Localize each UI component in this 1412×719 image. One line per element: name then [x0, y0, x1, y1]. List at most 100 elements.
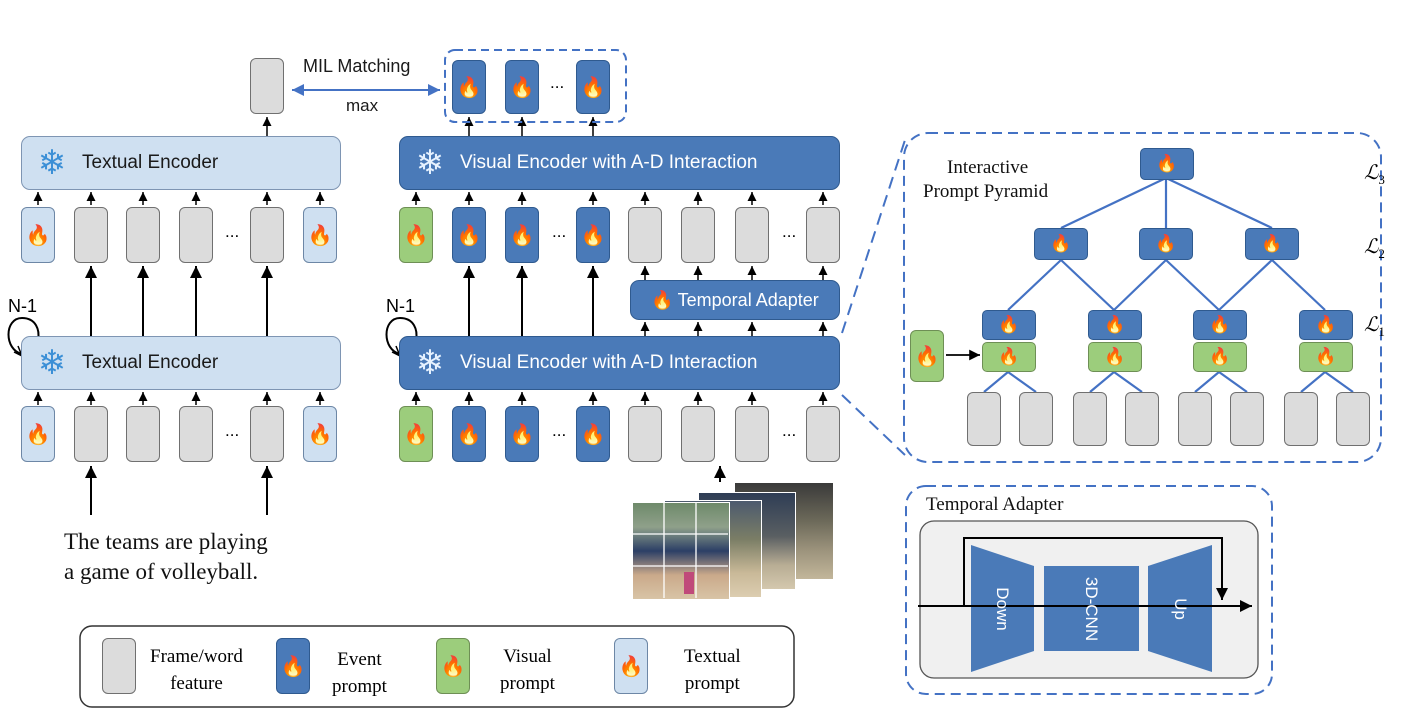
pyramid-prompt-l2: 🔥 [1139, 228, 1193, 260]
event-prompt: 🔥 [452, 406, 486, 462]
snowflake-icon: ❄ [415, 144, 445, 182]
pyramid-frame-feature [1019, 392, 1053, 446]
frame-feature [806, 406, 840, 462]
word-feature [250, 406, 284, 462]
mil-matching-label: MIL Matching [303, 56, 411, 76]
snowflake-icon: ❄ [37, 344, 67, 382]
legend-visual-label: Visual prompt [500, 646, 555, 694]
textual-prompt: 🔥 [303, 406, 337, 462]
legend-event-label: Event prompt [332, 649, 387, 697]
level-label-l3: ℒ3 [1364, 162, 1385, 187]
fire-icon: 🔥 [509, 76, 535, 99]
fire-icon: 🔥 [456, 423, 482, 446]
legend-frame-word-label: Frame/word feature [150, 646, 243, 694]
pyramid-input-visual-prompt: 🔥 [910, 330, 944, 382]
fire-icon: 🔥 [998, 347, 1020, 366]
fire-icon: 🔥 [307, 224, 333, 247]
fire-icon: 🔥 [651, 289, 674, 310]
pyramid-visual-prompt: 🔥 [1088, 342, 1142, 372]
textual-encoder-upper: ❄ Textual Encoder [21, 136, 341, 190]
fire-icon: 🔥 [1209, 347, 1231, 366]
fire-icon: 🔥 [307, 423, 333, 446]
fire-icon: 🔥 [1261, 234, 1283, 253]
fire-icon: 🔥 [1104, 315, 1126, 334]
event-prompt: 🔥 [452, 207, 486, 263]
legend-frame-word-swatch [102, 638, 136, 694]
fire-icon: 🔥 [25, 423, 51, 446]
word-feature [126, 207, 160, 263]
ellipsis: ... [782, 421, 797, 440]
cnn-label: 3D-CNN [1082, 576, 1101, 642]
pyramid-visual-prompt: 🔥 [982, 342, 1036, 372]
pyramid-prompt-l1: 🔥 [1088, 310, 1142, 340]
caption-line: The teams are playing [64, 529, 268, 554]
pyramid-prompt-l2: 🔥 [1245, 228, 1299, 260]
fire-icon: 🔥 [998, 315, 1020, 334]
frame-feature [681, 207, 715, 263]
word-feature [250, 207, 284, 263]
ellipsis: ... [225, 222, 240, 241]
pyramid-visual-prompt: 🔥 [1299, 342, 1353, 372]
event-prompt: 🔥 [505, 207, 539, 263]
caption-line: a game of volleyball. [64, 559, 259, 584]
fire-icon: 🔥 [1315, 347, 1337, 366]
pyramid-prompt-l1: 🔥 [1299, 310, 1353, 340]
fire-icon: 🔥 [1209, 315, 1231, 334]
fire-icon: 🔥 [1315, 315, 1337, 334]
output-event-prompt: 🔥 [452, 60, 486, 114]
fire-icon: 🔥 [618, 655, 644, 678]
frame-feature [681, 406, 715, 462]
fire-icon: 🔥 [914, 345, 940, 368]
fire-icon: 🔥 [1155, 234, 1177, 253]
pyramid-frame-feature [1336, 392, 1370, 446]
ellipsis: ... [552, 421, 567, 440]
ellipsis: ... [552, 222, 567, 241]
pyramid-frame-feature [1125, 392, 1159, 446]
event-prompt: 🔥 [576, 207, 610, 263]
ellipsis: ... [225, 421, 240, 440]
legend-visual-swatch: 🔥 [436, 638, 470, 694]
pyramid-frame-feature [1230, 392, 1264, 446]
pyramid-prompt-l1: 🔥 [982, 310, 1036, 340]
fire-icon: 🔥 [1156, 154, 1178, 173]
video-frame [632, 502, 730, 600]
frame-feature [628, 406, 662, 462]
loop-label: N-1 [386, 296, 416, 316]
fire-icon: 🔥 [1104, 347, 1126, 366]
fire-icon: 🔥 [509, 224, 535, 247]
pyramid-prompt-l2: 🔥 [1034, 228, 1088, 260]
textual-encoder-lower: ❄ Textual Encoder [21, 336, 341, 390]
textual-prompt: 🔥 [21, 207, 55, 263]
temporal-adapter-label: Temporal Adapter [677, 289, 819, 310]
word-feature [179, 207, 213, 263]
pyramid-visual-prompt: 🔥 [1193, 342, 1247, 372]
down-label: Down [993, 587, 1012, 631]
pyramid-frame-feature [1073, 392, 1107, 446]
fire-icon: 🔥 [403, 224, 429, 247]
loop-label: N-1 [8, 296, 38, 316]
snowflake-icon: ❄ [37, 144, 67, 182]
level-label-l1: ℒ1 [1364, 314, 1385, 339]
text-caption: The teams are playing a game of volleyba… [64, 527, 268, 587]
textual-prompt: 🔥 [21, 406, 55, 462]
textual-encoder-label: Textual Encoder [82, 152, 219, 173]
visual-encoder-lower: ❄ Visual Encoder with A-D Interaction [399, 336, 840, 390]
temporal-adapter-block: 🔥 Temporal Adapter [630, 280, 840, 320]
fire-icon: 🔥 [440, 655, 466, 678]
output-event-prompt: 🔥 [505, 60, 539, 114]
fire-icon: 🔥 [456, 224, 482, 247]
text-output-feature [250, 58, 284, 114]
event-prompt: 🔥 [576, 406, 610, 462]
pyramid-title-line: Interactive [947, 157, 1029, 178]
legend-textual-swatch: 🔥 [614, 638, 648, 694]
fire-icon: 🔥 [280, 655, 306, 678]
fire-icon: 🔥 [456, 76, 482, 99]
ellipsis: ... [782, 222, 797, 241]
visual-prompt: 🔥 [399, 207, 433, 263]
temporal-adapter-detail-title: Temporal Adapter [926, 494, 1064, 515]
fire-icon: 🔥 [580, 76, 606, 99]
pyramid-prompt-l3: 🔥 [1140, 148, 1194, 180]
frame-feature [735, 406, 769, 462]
output-event-prompt: 🔥 [576, 60, 610, 114]
